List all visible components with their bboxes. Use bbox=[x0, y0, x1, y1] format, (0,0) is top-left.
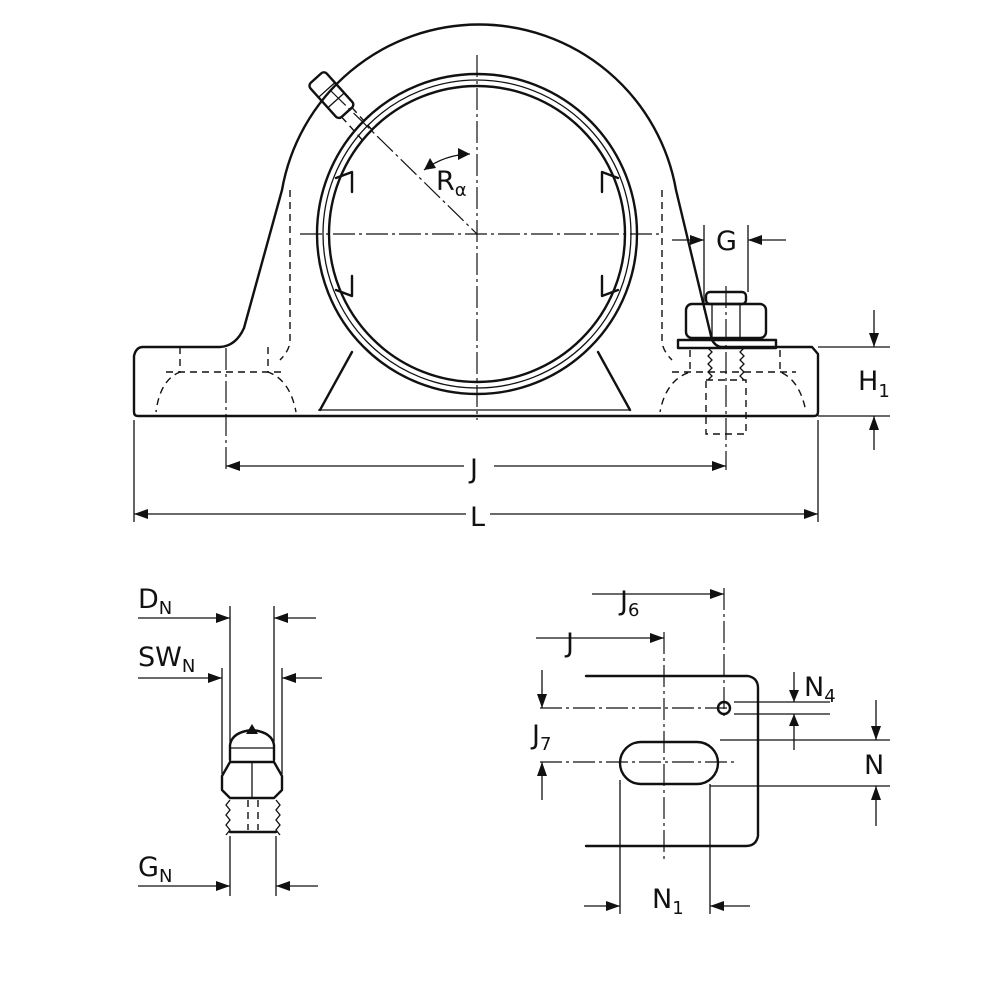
nipple-hex bbox=[220, 760, 284, 800]
bolt-slot bbox=[618, 740, 720, 786]
hold-down-bolt bbox=[676, 290, 778, 381]
nipple-head bbox=[228, 728, 276, 762]
j-label: J bbox=[468, 454, 478, 485]
left-rib bbox=[318, 350, 354, 412]
r-alpha-label: Rα bbox=[436, 166, 467, 201]
l-label: L bbox=[470, 502, 485, 533]
base-plan-detail: J6 J N4 J7 N N1 bbox=[530, 586, 890, 919]
pillow-block-front-view: Rα G H1 J L bbox=[132, 23, 890, 533]
j7-label: J7 bbox=[530, 720, 551, 755]
washer bbox=[676, 338, 778, 350]
base-outline bbox=[584, 674, 760, 848]
g-label: G bbox=[716, 226, 737, 257]
grease-nipple-detail: DN SWN GN bbox=[138, 584, 322, 896]
h1-label: H1 bbox=[858, 366, 890, 402]
n-label: N bbox=[864, 750, 884, 781]
swn-label: SWN bbox=[138, 642, 195, 677]
nipple-thread bbox=[225, 799, 281, 836]
r-alpha-line bbox=[329, 89, 478, 235]
grease-nipple-mounted bbox=[308, 71, 376, 143]
j-bottom-label: J bbox=[564, 628, 574, 659]
right-rib bbox=[596, 350, 632, 412]
n4-label: N4 bbox=[804, 672, 836, 707]
gn-label: GN bbox=[138, 852, 172, 887]
housing-outline bbox=[132, 23, 820, 418]
n1-label: N1 bbox=[652, 884, 684, 919]
dn-label: DN bbox=[138, 584, 172, 619]
insert-notch-upper bbox=[334, 170, 620, 194]
insert-notch-lower bbox=[334, 274, 620, 298]
j6-label: J6 bbox=[618, 586, 639, 621]
